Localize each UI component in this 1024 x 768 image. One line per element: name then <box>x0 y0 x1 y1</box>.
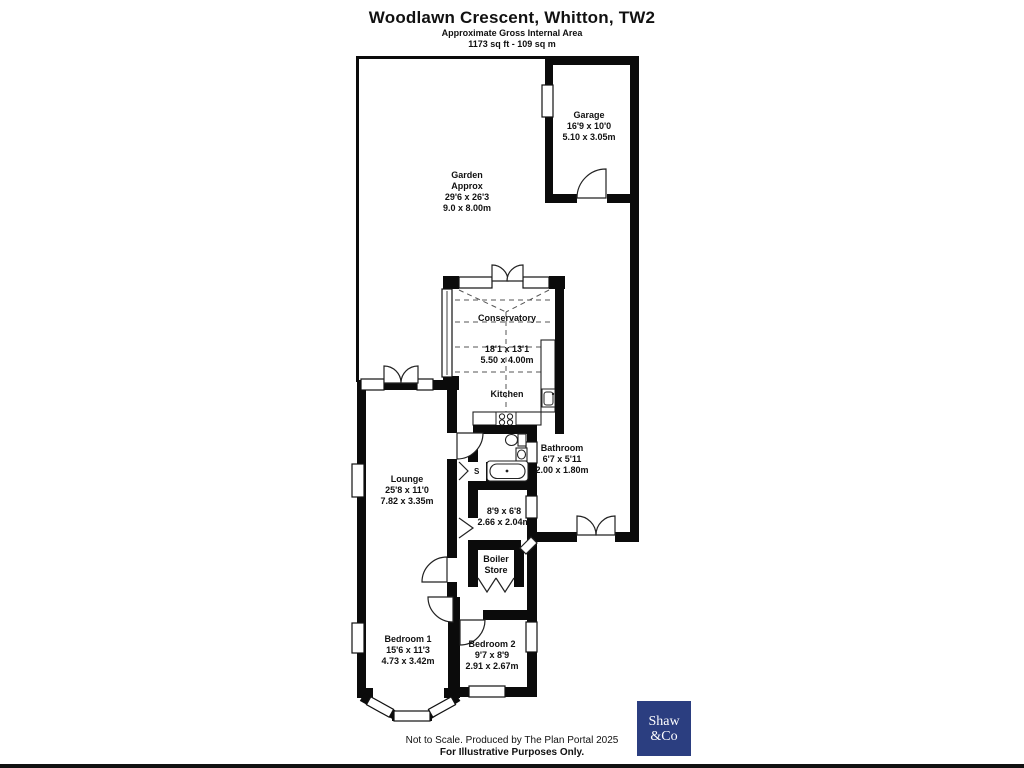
lounge-top-window-right <box>416 378 434 391</box>
garden-left-boundary <box>356 56 359 382</box>
garden-label: Garden Approx 29'6 x 26'3 9.0 x 8.00m <box>442 170 492 213</box>
conservatory-roof-dashes <box>455 289 553 424</box>
lounge-top-window-left <box>360 378 385 391</box>
garage-top-wall <box>545 56 639 65</box>
bedroom2-door <box>459 619 486 646</box>
toilet-cistern <box>517 433 527 447</box>
basin-bowl <box>516 449 527 460</box>
kitchen-bottom-wall <box>473 425 537 434</box>
hall-left-wall <box>468 490 478 518</box>
page-title: Woodlawn Crescent, Whitton, TW2 <box>368 8 656 27</box>
patio-south-wall-right <box>615 532 639 542</box>
conservatory-kitchen-right-wall <box>555 276 564 434</box>
disclaimer-line1: Not to Scale. Produced by The Plan Porta… <box>405 735 619 746</box>
hall-bottom-wall <box>468 540 521 550</box>
bedroom1-door <box>427 596 454 623</box>
storage-label: S <box>474 467 480 476</box>
bay-window-center <box>393 710 431 722</box>
boiler-right-wall <box>514 550 524 587</box>
kitchen-label: Kitchen <box>490 389 524 399</box>
bathtub-drain <box>505 469 509 473</box>
kitchen-sink <box>541 388 556 408</box>
bedroom2-top-wall <box>483 610 537 620</box>
bathroom-fixtures <box>486 433 529 482</box>
bedroom1-side-window <box>351 622 365 654</box>
bay-stub-left <box>357 688 373 698</box>
garden-top-boundary <box>357 56 553 59</box>
hall-bifold-door <box>458 517 475 539</box>
lounge-right-wall-upper <box>447 388 457 433</box>
conservatory-top-glazing-left <box>458 276 493 289</box>
conservatory-corner-tl <box>443 276 459 289</box>
doors <box>383 168 616 646</box>
lounge-french-door-right <box>400 365 419 384</box>
right-outer-wall <box>630 56 639 542</box>
patio-french-door-right <box>595 515 616 536</box>
conservatory-door-right <box>506 264 524 282</box>
lounge-label: Lounge 25'8 x 11'0 7.82 x 3.35m <box>380 474 434 506</box>
bathroom-hall-divider <box>468 481 537 490</box>
hall-window <box>525 495 538 519</box>
storage-bifold-door <box>458 461 469 481</box>
conservatory-door-left <box>491 264 509 282</box>
bedroom2-rear-window <box>468 685 506 698</box>
bay-window-left <box>365 695 395 719</box>
garage-left-wall <box>545 58 553 203</box>
conservatory-name-label: Conservatory <box>477 313 537 323</box>
boiler-door-right <box>495 577 515 594</box>
gross-area: 1173 sq ft - 109 sq m <box>468 39 556 49</box>
bedroom1-label: Bedroom 1 15'6 x 11'3 4.73 x 3.42m <box>381 634 435 666</box>
bay-stub-right <box>444 688 460 698</box>
boiler-left-wall <box>468 550 478 587</box>
bedroom2-side-window <box>525 621 538 653</box>
lounge-door <box>421 556 448 583</box>
conservatory-top-glazing-right <box>522 276 550 289</box>
bedroom2-label: Bedroom 2 9'7 x 8'9 2.91 x 2.67m <box>465 639 519 671</box>
kitchen-hall-door <box>456 432 484 460</box>
lounge-french-door-left <box>383 365 402 384</box>
lounge-right-wall-lower <box>447 582 457 597</box>
garage-bottom-wall-right <box>607 194 639 203</box>
bay-window-right <box>427 695 457 719</box>
patio-south-wall-left <box>537 532 577 542</box>
disclaimer-line2: For Illustrative Purposes Only. <box>439 747 585 758</box>
toilet-bowl <box>504 433 519 447</box>
lounge-right-wall-mid <box>447 459 457 558</box>
bathroom-label: Bathroom 6'7 x 5'11 2.00 x 1.80m <box>535 443 589 475</box>
agency-logo: Shaw &Co <box>637 701 691 756</box>
bottom-border-line <box>0 764 1024 768</box>
boiler-store-label: Boiler Store <box>483 554 509 575</box>
patio-french-door-left <box>576 515 597 536</box>
west-outer-wall <box>357 380 366 698</box>
hall-patio-diagonal-door <box>519 536 538 555</box>
windows <box>351 84 554 722</box>
boiler-door-left <box>477 577 497 594</box>
subtitle: Approximate Gross Internal Area <box>441 28 583 38</box>
garage-door <box>576 168 607 199</box>
lounge-top-wall <box>357 380 447 390</box>
garage-bottom-wall-left <box>545 194 577 203</box>
agency-name-line1: Shaw <box>648 713 680 729</box>
garage-window <box>541 84 554 118</box>
east-inner-wall-upper <box>527 433 537 553</box>
lounge-side-window <box>351 463 365 498</box>
hob-icon <box>495 411 517 427</box>
conservatory-dims-label: 18'1 x 13'1 5.50 x 4.00m <box>480 344 534 365</box>
hall-label: 8'9 x 6'8 2.66 x 2.04m <box>477 506 531 527</box>
agency-name-line2: &Co <box>650 728 678 744</box>
garage-label: Garage 16'9 x 10'0 5.10 x 3.05m <box>562 110 616 142</box>
